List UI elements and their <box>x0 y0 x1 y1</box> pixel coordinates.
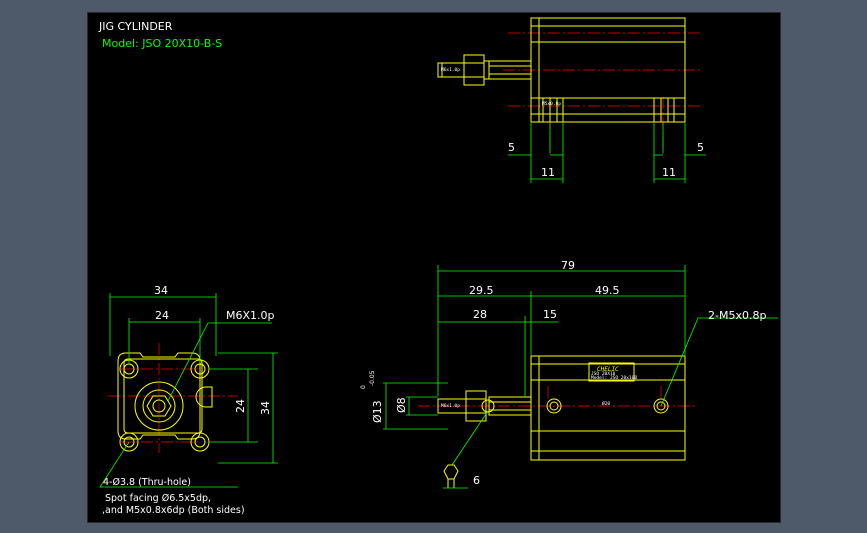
rod-thread-label: M6x1.0p <box>441 403 460 409</box>
dim-wrench-6: 6 <box>473 474 480 487</box>
nameplate: CHELIC JSO 20X10 Model: JSO 20x10B <box>588 362 637 382</box>
port-hole <box>546 398 562 414</box>
tap-note: ,and M5x0.8x6dp (Both sides) <box>102 505 245 516</box>
dim-end-height-24: 24 <box>234 399 247 413</box>
drawing-canvas[interactable]: JIG CYLINDER Model: JSO 20X10-B-S M5x0.8… <box>87 12 781 523</box>
cad-drawing: JIG CYLINDER Model: JSO 20X10-B-S M5x0.8… <box>98 17 778 516</box>
model-label: Model: JSO 20X10-B-S <box>102 37 222 50</box>
dim-top-left-11: 11 <box>541 166 555 179</box>
thread-callout: M6X1.0p <box>226 309 275 322</box>
port-hole <box>653 398 669 414</box>
dim-29-5: 29.5 <box>469 284 494 297</box>
mount-hole <box>119 432 139 452</box>
port-boss-left <box>542 97 564 123</box>
rod-thread-side <box>437 398 467 414</box>
port-callout: 2-M5x0.8p <box>708 309 766 322</box>
nameplate-brand: CHELIC <box>597 366 619 373</box>
rod-thread-top <box>437 62 465 78</box>
nameplate-spec: Model: JSO 20x10B <box>591 375 637 381</box>
dim-overall-79: 79 <box>561 259 575 272</box>
dim-28: 28 <box>473 308 487 321</box>
drawing-title: JIG CYLINDER <box>98 20 173 33</box>
sensor-slot <box>195 386 213 408</box>
dim-top-right-11: 11 <box>662 166 676 179</box>
end-body <box>117 352 201 440</box>
dim-end-width-24: 24 <box>155 309 169 322</box>
tol-lower: -0.05 <box>369 370 376 386</box>
dim-rod-dia: Ø8 <box>395 397 408 413</box>
dim-top-left-5: 5 <box>508 141 515 154</box>
mount-hole <box>190 432 210 452</box>
dim-bore: Ø13 <box>371 400 384 423</box>
dim-end-height-34: 34 <box>259 401 272 415</box>
top-view-dimensions: 5 11 11 5 <box>508 123 706 183</box>
port-boss-right <box>653 97 675 123</box>
hole-note: 4-Ø3.8 (Thru-hole) <box>103 477 191 488</box>
dim-stroke-15: 15 <box>543 308 557 321</box>
side-view-dimensions: 79 29.5 49.5 28 15 Ø13 0 -0.05 Ø8 6 2-M5… <box>360 259 778 489</box>
nameplate-model: JSO 20X10 <box>591 371 616 377</box>
dim-top-right-5: 5 <box>697 141 704 154</box>
tol-upper: 0 <box>360 385 367 389</box>
hex-nut <box>146 395 172 417</box>
end-view: 34 24 24 34 M6X1.0p 4-Ø3.8 (Thru-hole) S… <box>99 284 278 516</box>
side-view: Ø20 CHELIC JSO 20X10 Model: JSO 20x10B M… <box>360 259 778 489</box>
piston-rod-side <box>488 396 532 416</box>
rod-thread-label: M6x1.0p <box>441 67 460 73</box>
port-label: M5x0.8p <box>542 101 561 107</box>
top-view: M5x0.8p M6x1.0p 5 11 11 <box>437 17 706 183</box>
end-view-dimensions: 34 24 24 34 M6X1.0p 4-Ø3.8 (Thru-hole) S… <box>99 284 278 516</box>
wrench-flat-detail <box>443 464 459 480</box>
bore-mark: Ø20 <box>602 400 610 407</box>
lock-nut-top <box>463 54 485 86</box>
dim-49-5: 49.5 <box>595 284 620 297</box>
rod-boss <box>134 381 184 431</box>
spot-facing-note: Spot facing Ø6.5x5dp, <box>105 493 211 504</box>
dim-end-width-34: 34 <box>154 284 168 297</box>
